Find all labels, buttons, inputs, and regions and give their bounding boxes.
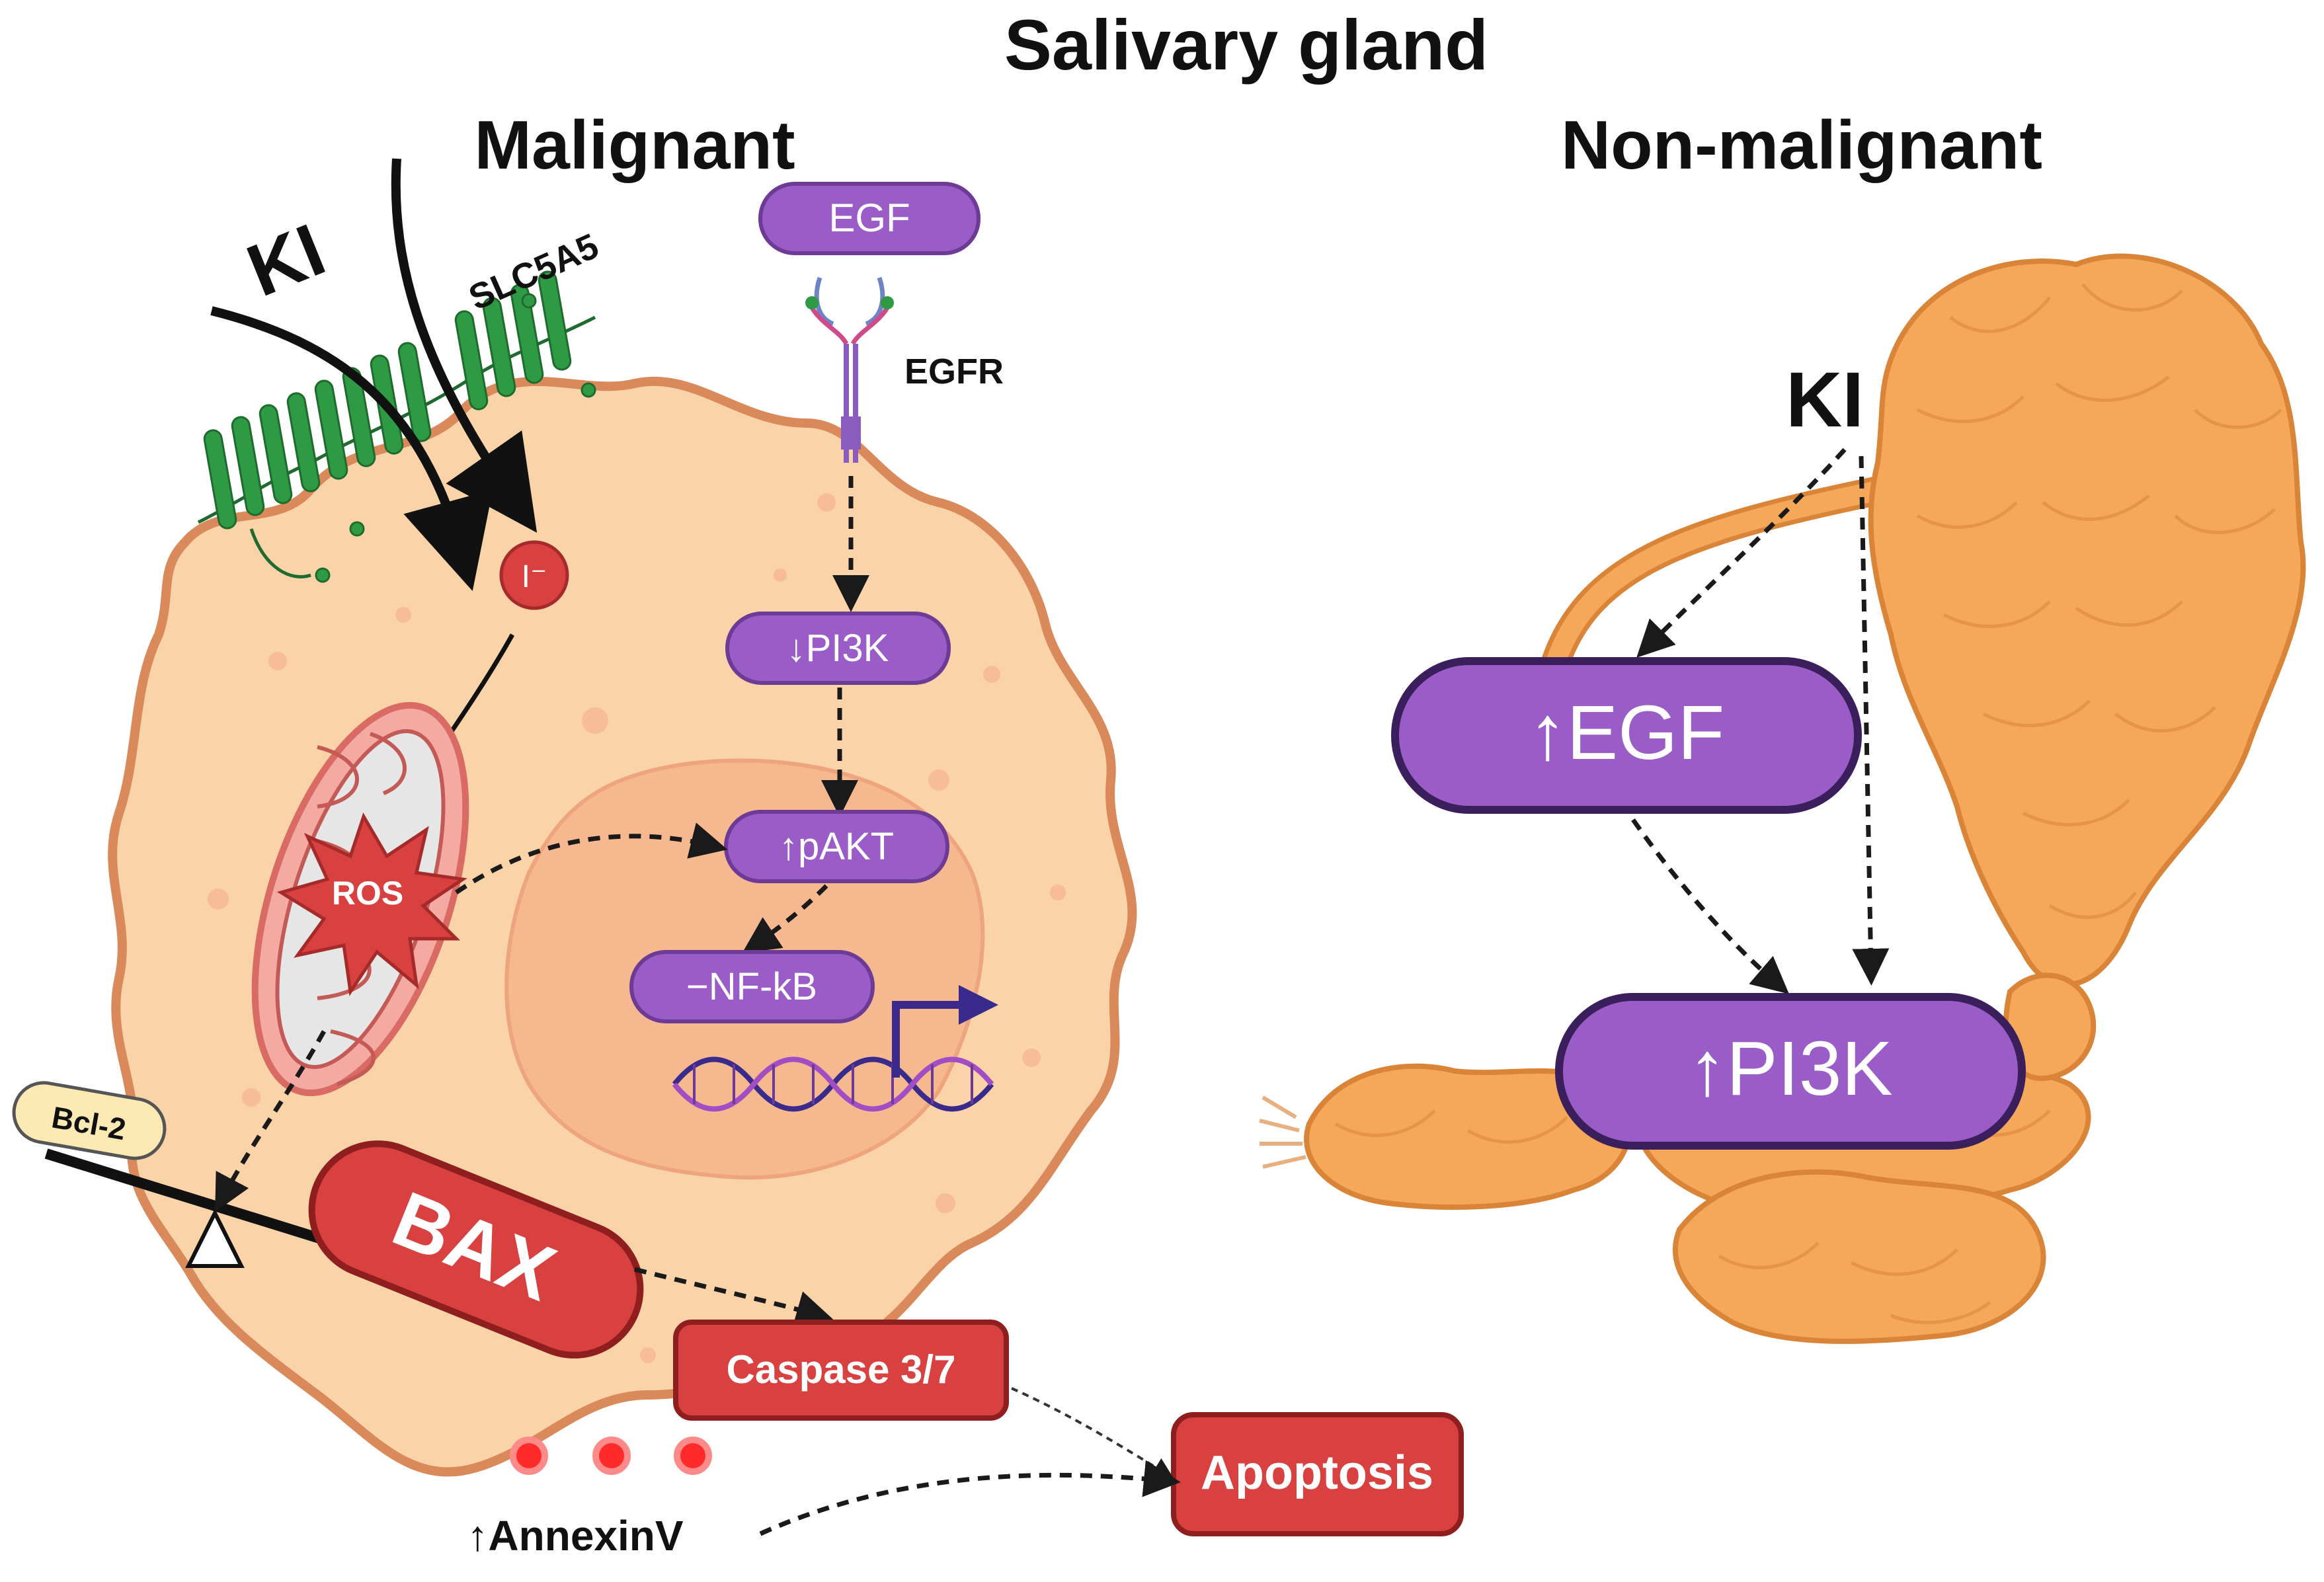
- egf-to-pi3k-arrow: [1631, 818, 1789, 994]
- pi3k-pill-non-malignant: [1555, 993, 2026, 1150]
- mito-to-fulcrum-arrow: [215, 1030, 327, 1212]
- figure-title: Salivary gland: [1004, 5, 1488, 85]
- malignant-heading: Malignant: [474, 107, 795, 184]
- bax-to-caspase-arrow: [634, 1267, 834, 1327]
- egf-label-malignant: EGF: [828, 196, 910, 240]
- ros-burst: [276, 812, 467, 996]
- ros-label: ROS: [332, 875, 403, 912]
- egfr-label: EGFR: [904, 352, 1004, 391]
- caspase-box: [673, 1320, 1009, 1421]
- annexin-label: ↑AnnexinV: [467, 1512, 683, 1560]
- seesaw-fulcrum: [185, 1208, 245, 1268]
- ki-label-non-malignant: KI: [1786, 356, 1864, 444]
- pi3k-pill-malignant: [725, 612, 951, 685]
- ki-arrow-2: [391, 158, 538, 533]
- pi3k-label-non-malignant: ↑PI3K: [1688, 1025, 1892, 1111]
- ki-to-pi3k-arrow: [1852, 455, 1890, 986]
- iodide-ion: [499, 540, 569, 610]
- annexin-dots: [510, 1437, 712, 1475]
- ki-label-malignant: KI: [236, 208, 336, 312]
- dna-helix: [672, 1056, 994, 1112]
- pakt-label: ↑pAKT: [779, 825, 894, 868]
- annexin-to-apoptosis-arrow: [759, 1460, 1181, 1536]
- iodide-label: I⁻: [522, 559, 547, 594]
- pi3k-label-malignant: ↓PI3K: [787, 627, 889, 670]
- nfkb-label: −NF-kB: [686, 965, 817, 1008]
- bcl2-pill: [12, 1081, 167, 1160]
- ros-to-pakt-arrow: [455, 822, 728, 894]
- non-malignant-heading: Non-malignant: [1561, 107, 2042, 184]
- transcription-arrow: [892, 985, 998, 1078]
- egf-label-non-malignant: ↑EGF: [1529, 690, 1724, 775]
- egf-pill-malignant: [758, 182, 981, 255]
- caspase-to-apoptosis-arrow: [1011, 1387, 1174, 1479]
- bax-pill: [308, 1140, 644, 1359]
- pakt-to-nfkb-arrow: [742, 884, 828, 953]
- ki-arrow-1: [210, 306, 493, 592]
- egfr-receptor: [805, 276, 894, 463]
- nfkb-pill: [629, 950, 875, 1023]
- slc5a5-transporter: [197, 270, 596, 583]
- apoptosis-label: Apoptosis: [1201, 1446, 1433, 1499]
- caspase-label: Caspase 3/7: [727, 1347, 956, 1392]
- egf-pill-non-malignant: [1391, 657, 1862, 814]
